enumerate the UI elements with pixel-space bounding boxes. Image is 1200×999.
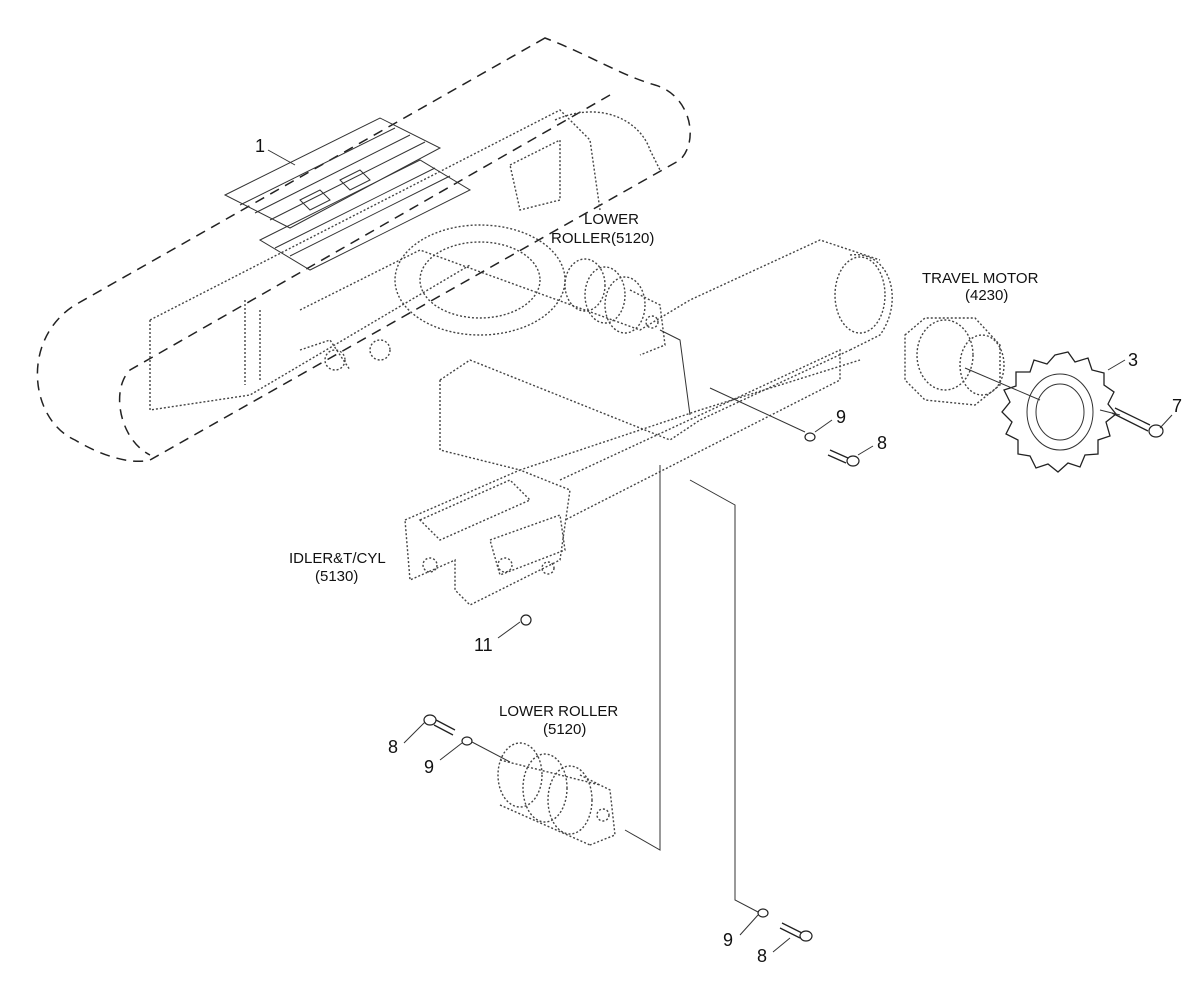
caption-lower-roller-top-1: LOWER: [584, 211, 639, 228]
callout-bolt-bottom: 8: [757, 946, 767, 966]
bolt-bottom: [779, 922, 813, 942]
callout-washer-left: 9: [424, 757, 434, 777]
grease-fitting: [520, 614, 532, 626]
bolt-top: [827, 449, 860, 467]
washer-bottom: [757, 908, 769, 918]
assembly-lines: [471, 329, 1121, 913]
caption-travel-motor-1: TRAVEL MOTOR: [922, 270, 1039, 287]
washer-top: [804, 432, 816, 442]
callout-bolt-top: 8: [877, 433, 887, 453]
caption-idler-2: (5130): [315, 568, 358, 585]
callout-bolt-sprocket: 7: [1172, 396, 1182, 416]
callout-bolt-left: 8: [388, 737, 398, 757]
lower-roller-top: [564, 258, 666, 356]
callout-washer-bottom: 9: [723, 930, 733, 950]
track-shoe-group: [223, 117, 472, 271]
lower-roller-bottom: [497, 742, 616, 846]
sprocket: [1001, 351, 1117, 473]
caption-lower-roller-top-2: ROLLER(5120): [551, 230, 654, 247]
callout-grease-fitting: 11: [474, 635, 493, 655]
caption-travel-motor-2: (4230): [965, 287, 1008, 304]
bolt-left: [423, 714, 456, 736]
travel-motor: [904, 317, 1005, 406]
caption-idler-1: IDLER&T/CYL: [289, 550, 386, 567]
callout-sprocket: 3: [1128, 350, 1138, 370]
idler-frame: [404, 348, 841, 606]
bolt-sprocket: [1111, 407, 1164, 438]
leader-lines: [267, 149, 1173, 953]
callout-track-shoe: 1: [255, 136, 265, 156]
track-outline: [36, 37, 691, 463]
caption-lower-roller-bottom-1: LOWER ROLLER: [499, 703, 618, 720]
callout-washer-top: 9: [836, 407, 846, 427]
frame-body: [149, 109, 893, 471]
washer-left: [461, 736, 473, 746]
caption-lower-roller-bottom-2: (5120): [543, 721, 586, 738]
